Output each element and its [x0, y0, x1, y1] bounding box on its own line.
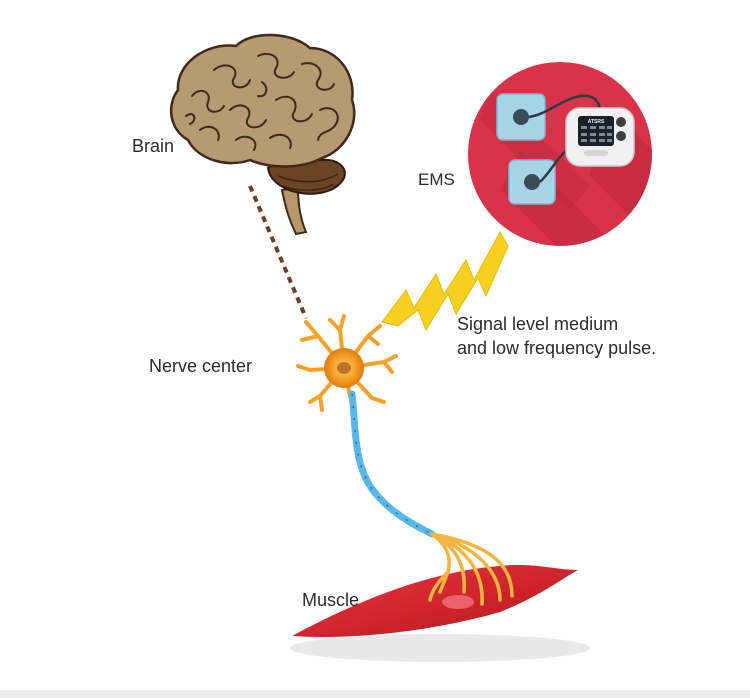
brain-illustration — [171, 35, 354, 234]
label-muscle: Muscle — [302, 588, 359, 612]
device-brand: ATSRS — [588, 119, 605, 125]
signal-line-1: Signal level medium — [457, 312, 656, 336]
label-signal-description: Signal level medium and low frequency pu… — [457, 312, 656, 360]
label-brain: Brain — [132, 134, 174, 158]
ems-device-illustration: ATSRS — [468, 62, 690, 250]
label-nerve-center: Nerve center — [149, 354, 252, 378]
neuron-nerve-center — [298, 316, 396, 410]
signal-line-2: and low frequency pulse. — [457, 336, 656, 360]
bottom-divider — [0, 690, 750, 698]
label-ems: EMS — [418, 168, 455, 192]
axon — [352, 394, 432, 534]
